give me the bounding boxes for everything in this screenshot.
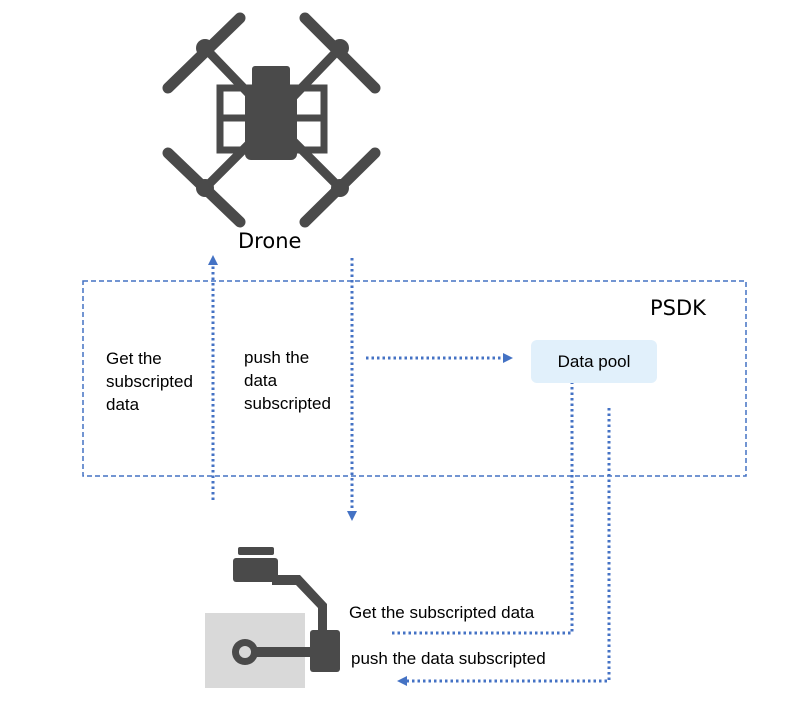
drone-label: Drone <box>238 229 302 253</box>
flow-label-get-subscribed-data-payload: Get the subscripted data <box>349 603 535 622</box>
drone-icon <box>162 12 381 228</box>
flow-label-push-data-payload: push the data subscripted <box>351 649 546 668</box>
arrow-push-to-payload <box>397 408 611 686</box>
arrow-get-from-pool <box>392 369 577 635</box>
data-pool-node: Data pool <box>531 340 657 383</box>
flow-label-push-data: push the data subscripted <box>244 348 331 413</box>
psdk-label: PSDK <box>650 296 706 320</box>
psdk-boundary <box>82 280 747 477</box>
gimbal-camera-icon <box>205 547 340 688</box>
flow-label-get-subscribed-data: Get the subscripted data <box>106 349 193 414</box>
